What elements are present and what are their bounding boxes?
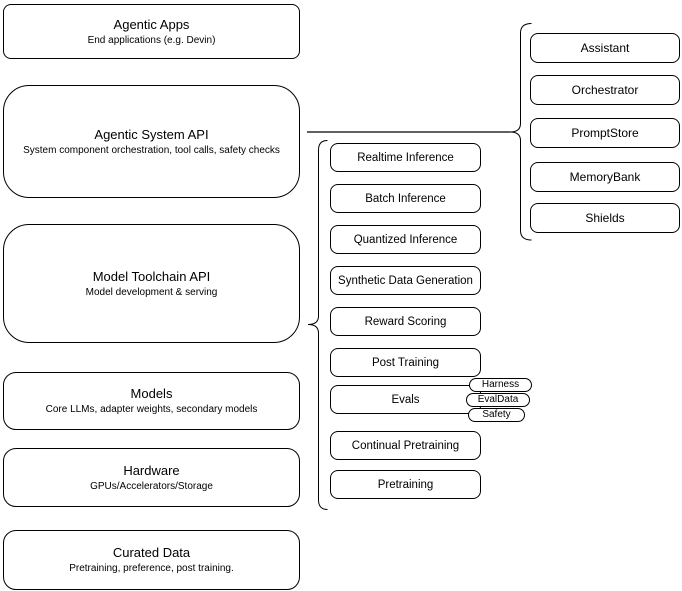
box-title: Model Toolchain API bbox=[92, 268, 211, 284]
tag-label: Harness bbox=[481, 379, 520, 390]
box-subtitle: Core LLMs, adapter weights, secondary mo… bbox=[45, 404, 258, 415]
node-continual-pretraining: Continual Pretraining bbox=[330, 431, 481, 460]
box-title: Agentic System API bbox=[94, 126, 209, 142]
node-reward-scoring: Reward Scoring bbox=[330, 307, 481, 336]
component-assistant: Assistant bbox=[530, 33, 680, 63]
box-subtitle: Model development & serving bbox=[85, 286, 218, 298]
node-label: Post Training bbox=[371, 356, 440, 369]
box-hardware: Hardware GPUs/Accelerators/Storage bbox=[3, 448, 300, 507]
component-promptstore: PromptStore bbox=[530, 118, 680, 148]
component-label: Shields bbox=[585, 211, 625, 225]
component-orchestrator: Orchestrator bbox=[530, 75, 680, 105]
tag-safety: Safety bbox=[468, 408, 525, 422]
box-title: Models bbox=[130, 386, 173, 401]
component-label: Orchestrator bbox=[571, 83, 639, 97]
node-label: Batch Inference bbox=[365, 192, 446, 205]
toolchain-brace-icon bbox=[307, 140, 328, 510]
node-post-training: Post Training bbox=[330, 348, 481, 377]
tag-harness: Harness bbox=[469, 378, 532, 392]
node-quantized-inference: Quantized Inference bbox=[330, 225, 481, 254]
box-subtitle: GPUs/Accelerators/Storage bbox=[90, 480, 213, 492]
node-label: Reward Scoring bbox=[364, 315, 447, 328]
tag-label: EvalData bbox=[477, 394, 519, 405]
component-memorybank: MemoryBank bbox=[530, 162, 680, 192]
node-label: Evals bbox=[391, 393, 420, 406]
node-realtime-inference: Realtime Inference bbox=[330, 143, 481, 172]
box-agentic-apps: Agentic Apps End applications (e.g. Devi… bbox=[3, 4, 300, 59]
tag-label: Safety bbox=[482, 409, 511, 420]
node-synthetic-data-generation: Synthetic Data Generation bbox=[330, 266, 481, 295]
node-label: Pretraining bbox=[377, 478, 434, 491]
node-label: Quantized Inference bbox=[353, 233, 458, 246]
box-models: Models Core LLMs, adapter weights, secon… bbox=[3, 372, 300, 430]
component-label: Assistant bbox=[580, 41, 630, 55]
component-shields: Shields bbox=[530, 203, 680, 233]
box-subtitle: System component orchestration, tool cal… bbox=[23, 144, 280, 156]
box-title: Curated Data bbox=[112, 545, 191, 560]
tag-evaldata: EvalData bbox=[466, 393, 530, 407]
box-agentic-system-api: Agentic System API System component orch… bbox=[3, 85, 300, 198]
box-subtitle: Pretraining, preference, post training. bbox=[69, 563, 234, 574]
node-label: Continual Pretraining bbox=[351, 439, 460, 452]
node-evals: Evals bbox=[330, 385, 481, 414]
node-batch-inference: Batch Inference bbox=[330, 184, 481, 213]
node-label: Synthetic Data Generation bbox=[338, 274, 473, 287]
box-title: Hardware bbox=[123, 462, 180, 478]
node-label: Realtime Inference bbox=[357, 151, 454, 164]
box-model-toolchain-api: Model Toolchain API Model development & … bbox=[3, 224, 300, 343]
component-label: PromptStore bbox=[571, 126, 639, 140]
components-brace-icon bbox=[509, 23, 532, 241]
box-curated-data: Curated Data Pretraining, preference, po… bbox=[3, 530, 300, 590]
box-subtitle: End applications (e.g. Devin) bbox=[87, 34, 216, 46]
node-pretraining: Pretraining bbox=[330, 470, 481, 499]
box-title: Agentic Apps bbox=[113, 16, 190, 32]
component-label: MemoryBank bbox=[569, 170, 641, 184]
